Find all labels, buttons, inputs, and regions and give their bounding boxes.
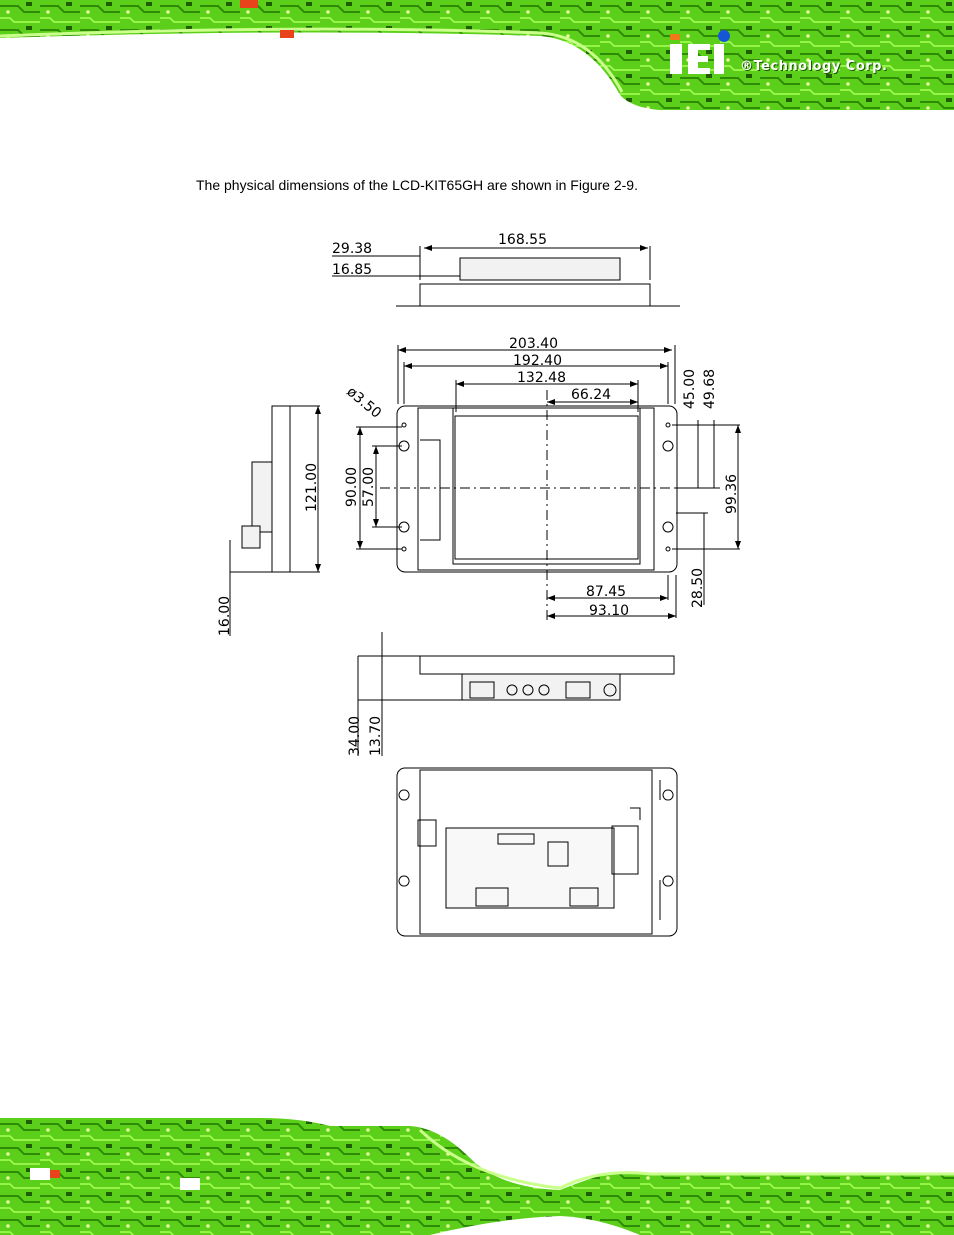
- dim-hole-diameter: ø3.50: [343, 384, 384, 422]
- top-view-plate: [419, 283, 651, 307]
- dim-screen-width: 132.48: [517, 370, 566, 386]
- dim-top-width: 168.55: [498, 232, 547, 248]
- header-banner: [0, 0, 954, 115]
- dim-top-left-a: 29.38: [332, 241, 372, 257]
- dim-depth-board: 13.70: [368, 716, 384, 756]
- dim-mount-width: 192.40: [513, 353, 562, 369]
- rear-view: [396, 767, 678, 937]
- dimension-drawing: 168.55 29.38 16.85 203.40 192.40 132.48 …: [217, 232, 741, 937]
- dim-right-v2: 49.68: [702, 369, 718, 409]
- dim-left-v1: 90.00: [344, 467, 360, 507]
- dim-half-screen-width: 66.24: [571, 387, 611, 403]
- intro-text: The physical dimensions of the LCD-KIT65…: [196, 177, 638, 193]
- bottom-side-view: [419, 655, 675, 675]
- company-logo: [670, 30, 730, 74]
- company-tagline: ®Technology Corp.: [740, 59, 888, 74]
- footer-banner: [0, 1118, 954, 1235]
- dim-left-v2: 57.00: [361, 467, 377, 507]
- dim-top-left-b: 16.85: [332, 262, 372, 278]
- dim-side-offset: 16.00: [217, 596, 233, 636]
- dim-overall-width: 203.40: [509, 336, 558, 352]
- dim-right-v3: 99.36: [724, 474, 740, 514]
- left-side-view: [271, 405, 291, 573]
- dim-bottom-h2: 93.10: [589, 603, 629, 619]
- dim-side-height: 121.00: [304, 463, 320, 512]
- dim-right-v1: 45.00: [682, 369, 698, 409]
- dim-bottom-h1: 87.45: [586, 584, 626, 600]
- dim-depth-total: 34.00: [347, 716, 363, 756]
- dim-right-v4: 28.50: [690, 568, 706, 608]
- front-view-frame: [396, 405, 678, 573]
